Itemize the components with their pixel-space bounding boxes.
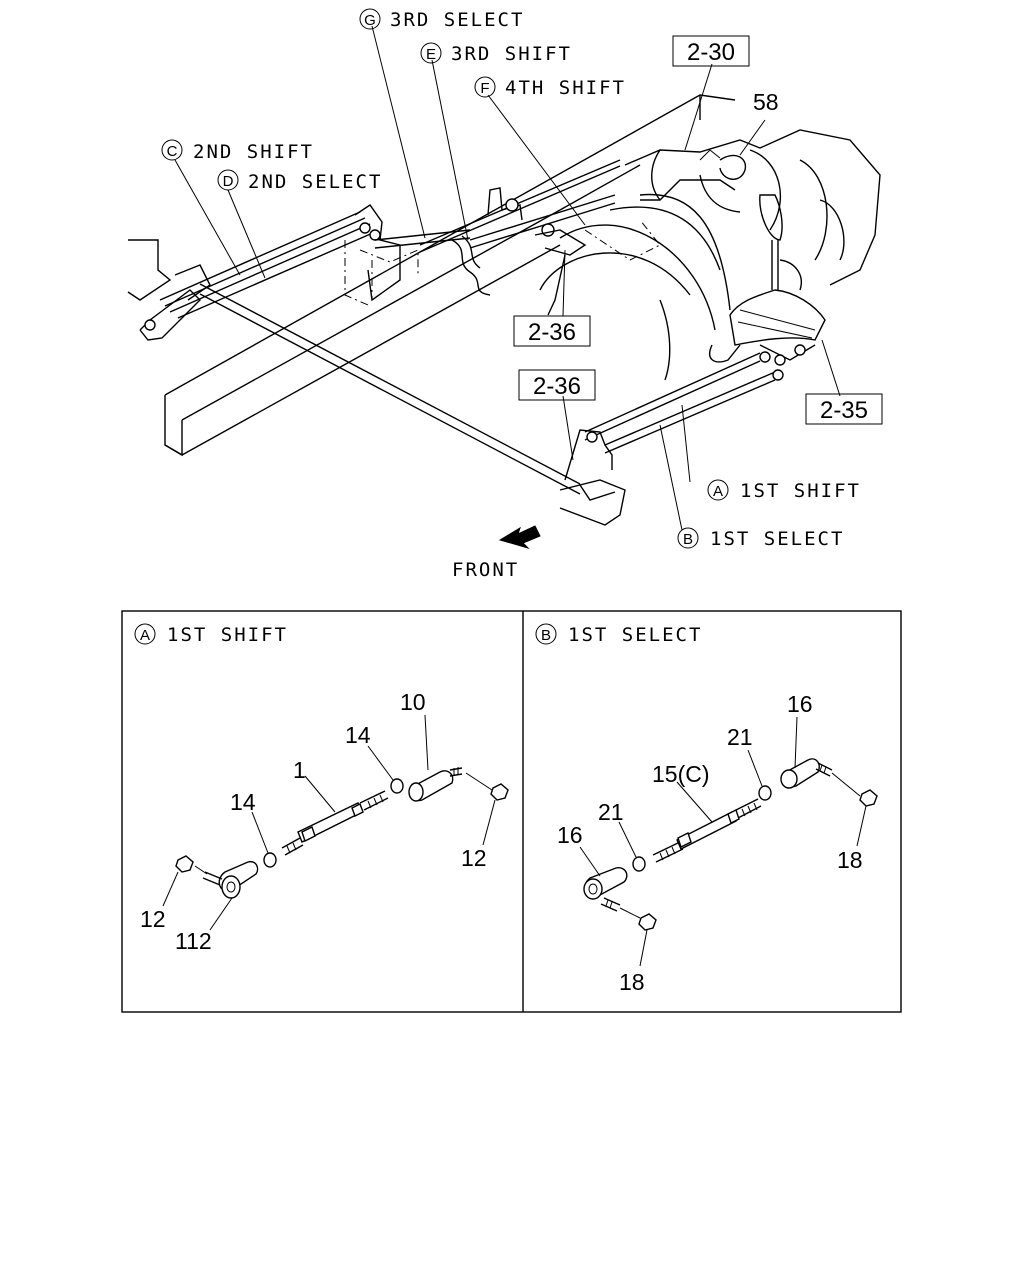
callout-d-letter: D [223, 173, 234, 190]
callout-g-letter: G [364, 12, 376, 29]
callout-f-text: 4TH SHIFT [505, 77, 626, 99]
ref-box-2-35: 2-35 [805, 393, 883, 425]
callout-f: F 4TH SHIFT [474, 76, 626, 99]
callout-e-text: 3RD SHIFT [451, 43, 572, 65]
detail-b-num-21-upper: 21 [727, 724, 753, 750]
ref-2-35: 2-35 [820, 397, 868, 424]
front-arrow-icon [498, 525, 541, 550]
callout-a-letter: A [713, 483, 723, 500]
detail-b-num-18-right: 18 [837, 847, 863, 873]
detail-b-num-16-upper: 16 [787, 691, 813, 717]
part-number-58: 58 [753, 89, 779, 115]
detail-a-header: A 1ST SHIFT [134, 623, 288, 646]
cross-rod [199, 283, 581, 495]
detail-a-title: 1ST SHIFT [167, 624, 288, 646]
detail-frame [121, 610, 902, 1013]
ref-box-2-36-a: 2-36 [513, 315, 591, 347]
front-linkage [127, 211, 376, 341]
detail-a-num-10: 10 [400, 689, 426, 715]
callout-d-text: 2ND SELECT [248, 171, 382, 193]
lower-bracket [559, 429, 626, 526]
detail-b-num-21-lower: 21 [598, 799, 624, 825]
center-bracket [344, 204, 419, 306]
detail-b-header: B 1ST SELECT [535, 623, 702, 646]
callout-c-letter: C [167, 143, 178, 160]
front-label: FRONT [452, 559, 519, 581]
detail-a-num-112: 112 [175, 928, 212, 954]
detail-a-num-14-lower: 14 [230, 789, 256, 815]
callout-a-text: 1ST SHIFT [740, 480, 861, 502]
ref-box-2-30: 2-30 [672, 35, 750, 67]
rear-bracket [487, 187, 587, 316]
detail-b-num-16-lower: 16 [557, 822, 583, 848]
callout-b: B 1ST SELECT [677, 527, 844, 550]
callout-e-letter: E [426, 46, 436, 63]
callout-b-letter: B [683, 531, 693, 548]
ref-2-36-lower: 2-36 [533, 373, 581, 400]
detail-b-parts [583, 758, 878, 931]
detail-b-letter: B [541, 627, 551, 644]
detail-a-num-1: 1 [293, 757, 306, 783]
detail-b-title: 1ST SELECT [568, 624, 702, 646]
detail-a-num-12-left: 12 [140, 906, 166, 932]
callout-a: A 1ST SHIFT [707, 479, 861, 502]
detail-a-num-14-upper: 14 [345, 722, 371, 748]
first-gear-rods [584, 351, 784, 454]
callout-b-text: 1ST SELECT [710, 528, 844, 550]
frame-rail [164, 94, 736, 457]
shift-lever [709, 194, 826, 366]
callout-c-text: 2ND SHIFT [193, 141, 314, 163]
bell-housing [539, 193, 731, 381]
detail-a-parts [175, 767, 509, 899]
detail-a-letter: A [140, 627, 150, 644]
callout-g: G 3RD SELECT [359, 8, 524, 31]
detail-a-leaders [162, 714, 496, 931]
ref-2-30: 2-30 [687, 39, 735, 66]
ref-box-2-36-b: 2-36 [518, 369, 596, 401]
callout-d: D 2ND SELECT [217, 169, 382, 193]
transmission [624, 129, 881, 291]
leader-lines [174, 25, 841, 531]
callout-c: C 2ND SHIFT [161, 139, 314, 163]
detail-a-num-12-right: 12 [461, 845, 487, 871]
ref-2-36-upper: 2-36 [528, 319, 576, 346]
detail-b-num-15c: 15(C) [652, 761, 710, 787]
callout-e: E 3RD SHIFT [420, 42, 572, 65]
callout-g-text: 3RD SELECT [390, 9, 524, 31]
callout-f-letter: F [480, 80, 489, 97]
detail-b-num-18-lower: 18 [619, 969, 645, 995]
detail-b-leaders [579, 716, 867, 967]
